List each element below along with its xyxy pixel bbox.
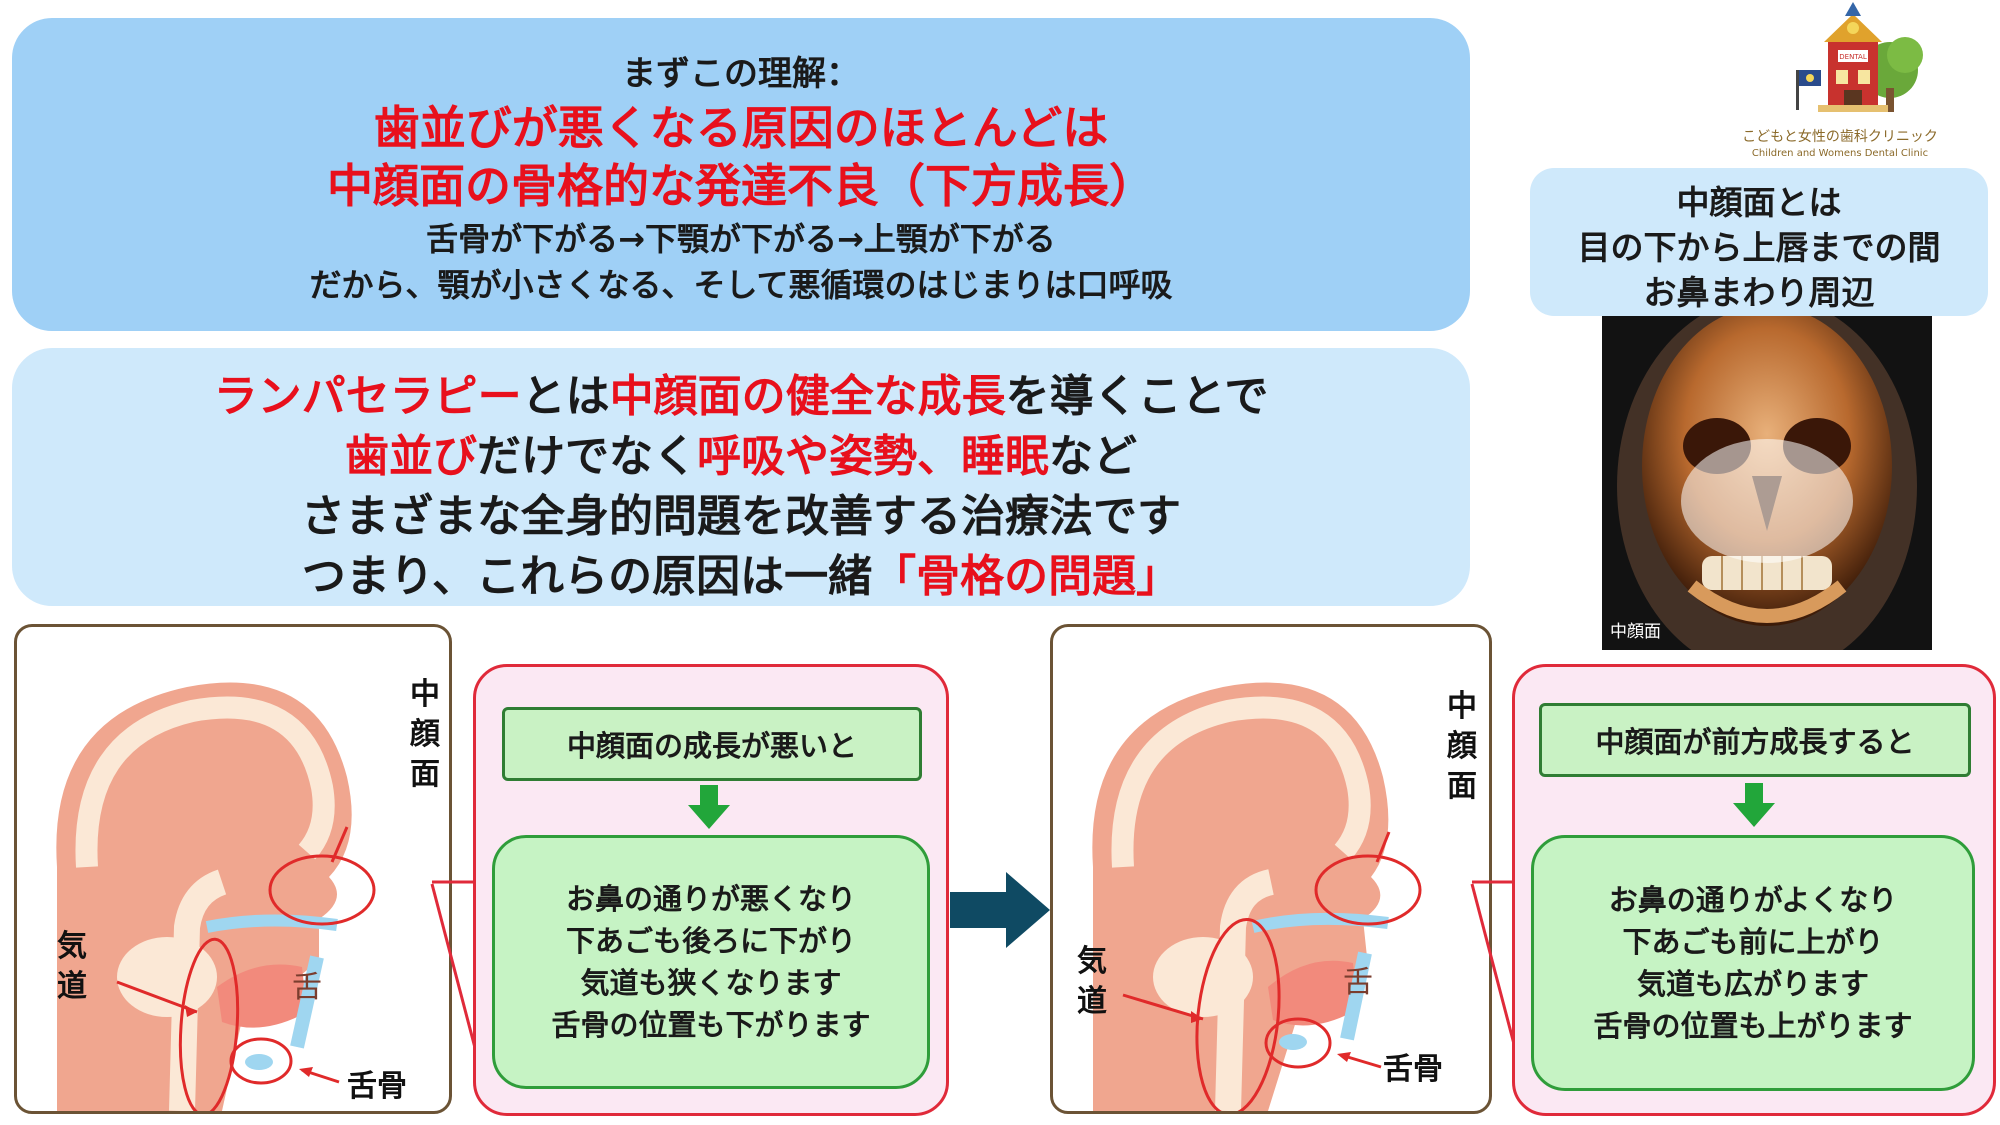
label-hyoid: 舌骨 (1383, 1052, 1443, 1087)
therapy-line-2: 歯並びだけでなく呼吸や姿勢、睡眠など (12, 420, 1470, 484)
text-span: だけでなく (477, 431, 697, 482)
before-line-1: お鼻の通りが悪くなり (565, 882, 856, 916)
down-arrow-icon (688, 785, 730, 829)
intro-text: まずこの理解： (622, 54, 860, 94)
midface-label-text: 中顔面 (410, 677, 440, 792)
svg-text:DENTAL: DENTAL (1839, 53, 1867, 61)
before-line-4: 舌骨の位置も下がります (551, 1008, 871, 1042)
subtext-2: だから、顎が小さくなる、そして悪循環のはじまりは口呼吸 (309, 266, 1173, 304)
anatomy-panel-after: 中顔面 気道 舌 舌骨 (1050, 624, 1492, 1114)
therapy-line-1: ランパセラピーとは中顔面の健全な成長を導くことで (12, 360, 1470, 424)
summary-box: まずこの理解： 歯並びが悪くなる原因のほとんどは 中顔面の骨格的な発達不良（下方… (12, 18, 1470, 331)
after-line-1: お鼻の通りがよくなり (1608, 883, 1898, 917)
after-line-2: 下あごも前に上がり (1622, 925, 1884, 959)
xray-caption: 中顔面 (1610, 622, 1661, 642)
right-arrow-icon (950, 872, 1050, 948)
text-span: など (1049, 431, 1137, 482)
skull-xray-image: 中顔面 (1602, 316, 1932, 650)
before-line-2: 下あごも後ろに下がり (565, 924, 856, 958)
label-airway: 気道 (57, 927, 97, 1007)
text-span: を導くことで (1005, 371, 1269, 422)
before-title: 中顔面の成長が悪いと (502, 707, 922, 781)
subtext-1: 舌骨が下がる→下顎が下がる→上顎が下がる (426, 220, 1056, 258)
midface-definition-box: 中顔面とは 目の下から上唇までの間 お鼻まわり周辺 (1530, 168, 1988, 316)
midface-highlight (1681, 439, 1853, 563)
effect-box-after: 中顔面が前方成長すると お鼻の通りがよくなり 下あごも前に上がり 気道も広がりま… (1512, 664, 1996, 1116)
before-description: お鼻の通りが悪くなり 下あごも後ろに下がり 気道も狭くなります 舌骨の位置も下が… (492, 835, 930, 1089)
headline-2: 中顔面の骨格的な発達不良（下方成長） (327, 159, 1155, 213)
label-tongue: 舌 (1343, 965, 1373, 1000)
headline-1: 歯並びが悪くなる原因のほとんどは (373, 101, 1109, 155)
before-line-3: 気道も狭くなります (580, 966, 842, 1000)
anatomy-panel-before: 中顔面 気道 舌 舌骨 (14, 624, 452, 1114)
therapy-box: ランパセラピーとは中顔面の健全な成長を導くことで 歯並びだけでなく呼吸や姿勢、睡… (12, 348, 1470, 606)
highlight-span: 中顔面の健全な成長 (609, 371, 1006, 422)
label-tongue: 舌 (292, 970, 322, 1005)
effect-box-before: 中顔面の成長が悪いと お鼻の通りが悪くなり 下あごも後ろに下がり 気道も狭くなり… (473, 664, 949, 1116)
definition-line-3: お鼻まわり周辺 (1643, 273, 1875, 312)
therapy-line-3: さまざまな全身的問題を改善する治療法です (301, 491, 1181, 542)
down-arrow-icon (1733, 783, 1775, 827)
label-midface: 中顔面 (410, 675, 449, 795)
airway-label-text: 気道 (1077, 944, 1107, 1019)
midface-label-text: 中顔面 (1447, 689, 1477, 804)
after-title: 中顔面が前方成長すると (1539, 703, 1971, 777)
label-airway: 気道 (1077, 942, 1117, 1022)
after-line-4: 舌骨の位置も上がります (1593, 1009, 1913, 1043)
text-span: つまり、これらの原因は一緒 (301, 551, 873, 602)
clinic-name-jp: こどもと女性の歯科クリニック (1742, 129, 1938, 145)
highlight-span: 「骨格の問題」 (872, 551, 1181, 602)
definition-line-1: 中顔面とは (1676, 183, 1842, 222)
label-midface: 中顔面 (1447, 687, 1487, 807)
therapy-line-4: つまり、これらの原因は一緒「骨格の問題」 (12, 540, 1470, 604)
highlight-span: 歯並び (345, 431, 477, 482)
clinic-logo: DENTAL (1740, 0, 1930, 160)
after-description: お鼻の通りがよくなり 下あごも前に上がり 気道も広がります 舌骨の位置も上がりま… (1531, 835, 1975, 1091)
definition-line-2: 目の下から上唇までの間 (1577, 228, 1941, 267)
therapy-name: ランパセラピー (213, 371, 522, 422)
after-line-3: 気道も広がります (1636, 967, 1869, 1001)
text-span: とは (521, 371, 610, 422)
highlight-span: 呼吸や姿勢、睡眠 (697, 431, 1049, 482)
airway-label-text: 気道 (57, 929, 87, 1004)
clinic-name-en: Children and Womens Dental Clinic (1751, 148, 1929, 159)
label-hyoid: 舌骨 (347, 1069, 407, 1104)
